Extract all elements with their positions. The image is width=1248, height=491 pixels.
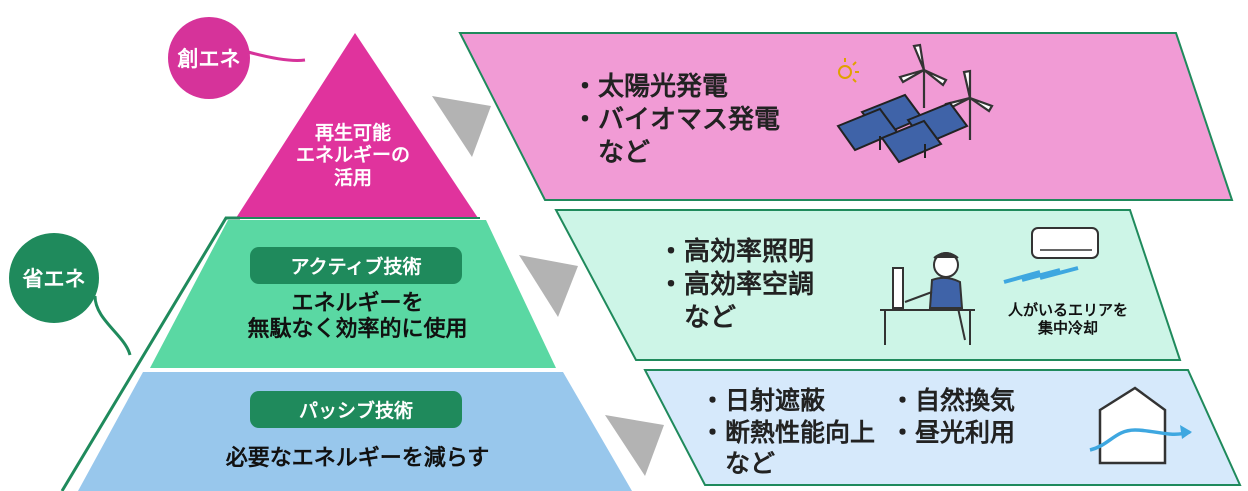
pyramid-top-line: 再生可能 [314, 122, 391, 144]
create-items: ・太陽光発電 ・バイオマス発電 など [572, 71, 780, 169]
pyramid-top-text: 再生可能 エネルギーの 活用 [268, 122, 438, 189]
panel-active [554, 209, 1182, 361]
caption-line: 人がいるエリアを [1007, 301, 1128, 319]
create-badge-connector [247, 50, 306, 62]
active-tech-pill: アクティブ技術 [250, 247, 462, 284]
pyramid-bottom-text: 必要なエネルギーを減らす [170, 446, 545, 472]
pyramid-top-line: エネルギーの [295, 144, 410, 167]
air-conditioner-icon [1003, 227, 1099, 284]
list-item: ・バイオマス発電 [572, 104, 781, 135]
pyramid-middle-line: エネルギーを [291, 291, 424, 316]
active-caption: 人がいるエリアを 集中冷却 [982, 301, 1154, 337]
active-tech-label: アクティブ技術 [290, 256, 422, 278]
passive-items-right: ・自然換気 ・昼光利用 [890, 385, 1015, 448]
pyramid-bottom [78, 372, 632, 491]
arrow-passive [605, 415, 664, 476]
create-badge: 創エネ [168, 17, 250, 99]
save-badge: 省エネ [9, 233, 99, 323]
pyramid-top [236, 33, 478, 218]
arrow-create [432, 96, 491, 157]
pyramid-middle-text: エネルギーを 無駄なく効率的に使用 [200, 291, 515, 343]
caption-line: 集中冷却 [1037, 318, 1098, 337]
active-items: ・高効率照明 ・高効率空調 など [658, 236, 814, 334]
list-item: など [658, 302, 737, 333]
list-item: ・自然換気 [890, 386, 1016, 415]
house-ventilation-icon [1089, 386, 1192, 465]
pyramid-bottom-line: 必要なエネルギーを減らす [225, 446, 490, 471]
solar-panel-icon [836, 93, 969, 164]
passive-items-left: ・日射遮蔽 ・断熱性能向上 など [700, 385, 875, 480]
list-item: ・太陽光発電 [572, 72, 729, 102]
pyramid-top-line: 活用 [333, 166, 372, 189]
panel-create [458, 32, 1234, 201]
panel-passive [643, 369, 1242, 486]
passive-tech-label: パッシブ技術 [298, 400, 413, 422]
office-worker-icon [880, 252, 975, 345]
passive-tech-pill: パッシブ技術 [250, 391, 462, 428]
create-badge-label: 創エネ [177, 47, 241, 71]
list-item: ・昼光利用 [890, 417, 1016, 447]
save-badge-connector [93, 295, 132, 356]
list-item: ・日射遮蔽 [700, 386, 826, 415]
list-item: など [572, 137, 651, 168]
list-item: ・高効率空調 [658, 269, 815, 300]
list-item: など [700, 449, 776, 478]
save-badge-label: 省エネ [22, 267, 86, 291]
sun-icon [838, 58, 859, 83]
list-item: ・断熱性能向上 [700, 417, 876, 447]
list-item: ・高効率照明 [658, 237, 815, 267]
arrow-active [519, 255, 578, 317]
pyramid-middle-line: 無駄なく効率的に使用 [247, 316, 468, 342]
